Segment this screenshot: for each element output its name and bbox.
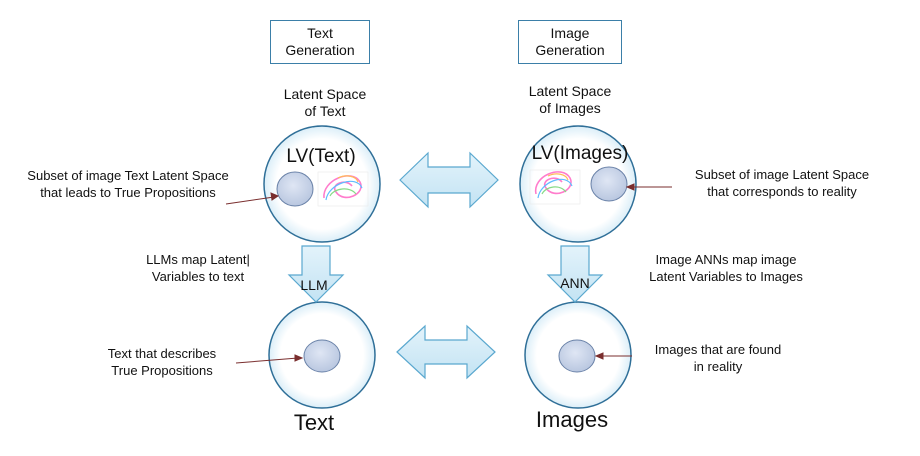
lv-text-label: LV(Text) [286, 146, 356, 167]
image-scatter-plot [529, 169, 581, 205]
text-scatter-plot [317, 171, 369, 207]
images-title: Images [535, 407, 609, 432]
llm-down-arrow [287, 245, 345, 303]
latent-space-images-caption: Latent Space of Images [528, 83, 612, 116]
image-generation-box: Image Generation [518, 20, 622, 64]
image-subset-blob [590, 166, 628, 202]
images-real-annotation: Images that are found in reality [654, 342, 782, 374]
llm-map-annotation: LLMs map Latent| Variables to text [146, 252, 250, 284]
text-true-annotation: Text that describes True Propositions [107, 346, 217, 378]
text-generation-label: Text Generation [285, 25, 355, 58]
images-real-blob [558, 339, 596, 373]
text-generation-box: Text Generation [270, 20, 370, 64]
text-subset-blob [276, 171, 314, 207]
pointer-lines [225, 183, 672, 364]
lv-images-circle [519, 125, 637, 243]
lv-text-circle [263, 125, 381, 243]
bottom-double-arrow [396, 324, 496, 380]
text-title: Text [293, 410, 335, 435]
latent-space-text-caption: Latent Space of Text [283, 86, 367, 119]
top-double-arrow [399, 151, 499, 209]
subset-text-annotation: Subset of image Text Latent Space that l… [27, 168, 229, 200]
ann-down-arrow [546, 245, 604, 303]
subset-image-annotation: Subset of image Latent Space that corres… [694, 167, 870, 199]
text-true-blob [303, 339, 341, 373]
llm-arrow-label: LLM [300, 277, 328, 293]
ann-map-annotation: Image ANNs map image Latent Variables to… [649, 252, 803, 284]
image-generation-label: Image Generation [535, 25, 605, 58]
ann-arrow-label: ANN [560, 275, 590, 291]
lv-images-label: LV(Images) [531, 143, 629, 164]
